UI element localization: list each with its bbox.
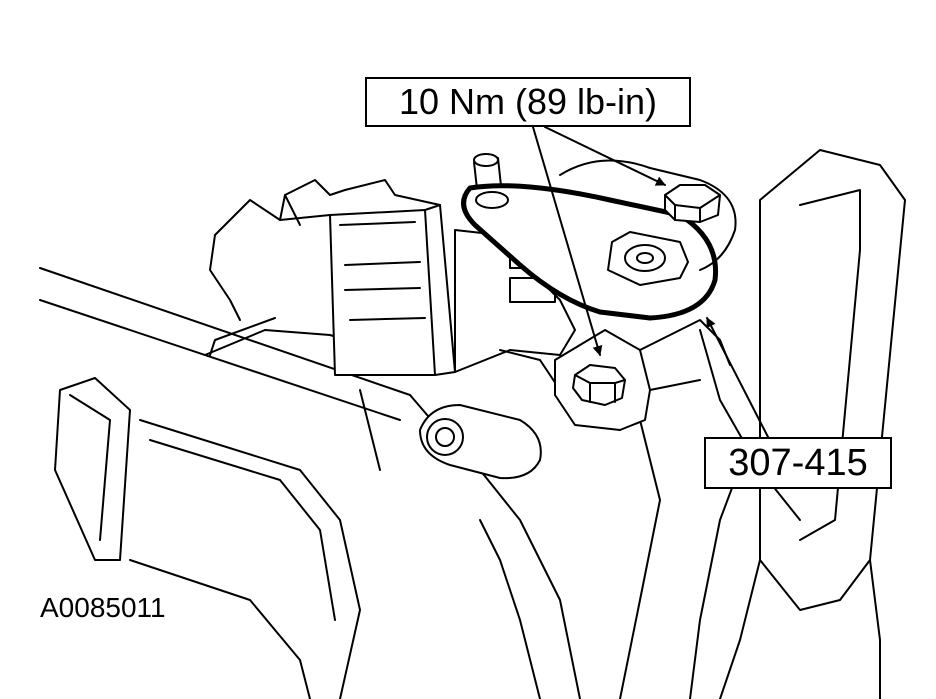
tool-number-callout: 307-415 (704, 437, 892, 489)
pivot-stud (473, 153, 503, 199)
tool-leader (706, 317, 769, 438)
lower-bolt (572, 364, 626, 406)
torque-spec-callout: 10 Nm (89 lb-in) (365, 77, 691, 127)
frame-bracket (689, 149, 906, 699)
alignment-tool-plate (461, 183, 719, 321)
leader-arrows (532, 126, 769, 438)
manual-lever-shaft (419, 404, 542, 480)
figure-id-label: A0085011 (40, 592, 166, 623)
electrical-connector (204, 179, 456, 376)
torque-leader-upper (544, 126, 666, 186)
torque-leader-lower (532, 126, 603, 356)
upper-bolt (559, 159, 737, 271)
